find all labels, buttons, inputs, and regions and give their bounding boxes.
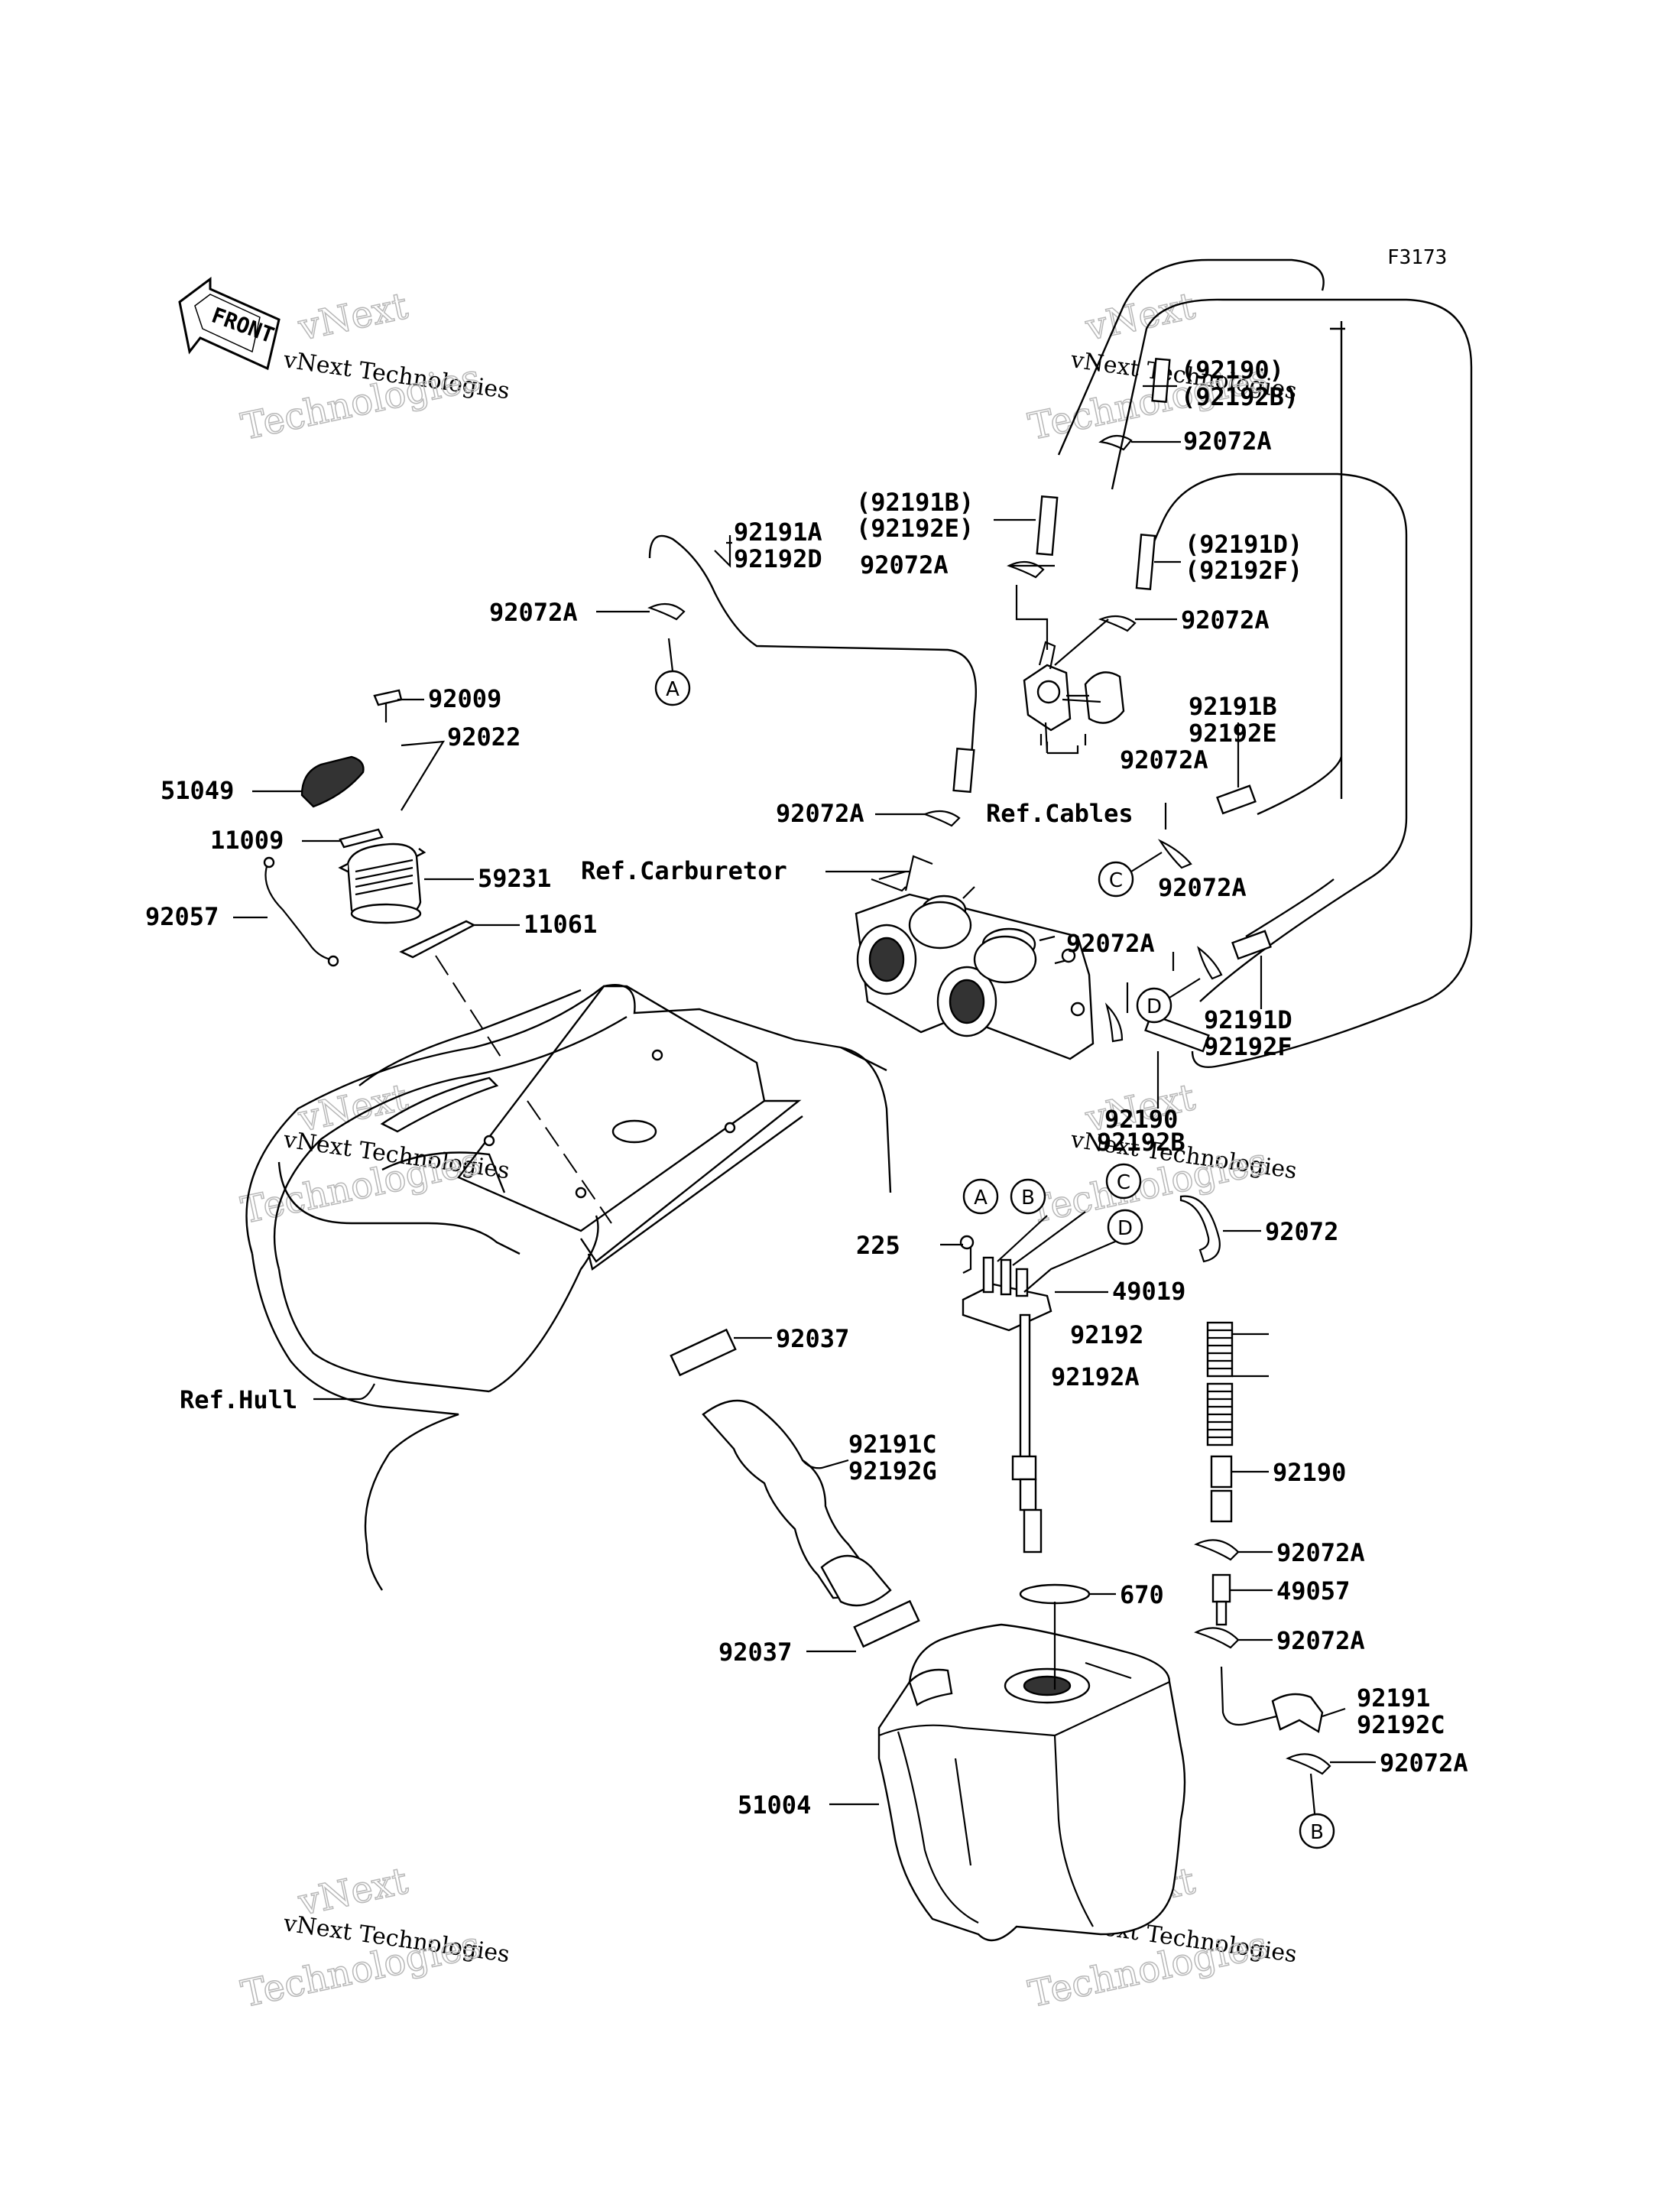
label-49057: 49057 <box>1276 1576 1350 1605</box>
label-92190: 92190 <box>1104 1105 1178 1134</box>
hose-92191b-paren <box>1036 495 1059 557</box>
part-labels: (92190) (92192B) 92072A (92191B) (92192E… <box>145 356 1468 1820</box>
svg-text:C: C <box>1109 869 1123 892</box>
filler-cap-assembly <box>263 689 476 967</box>
connector-c-pickup: C <box>1105 1163 1142 1200</box>
connector-c-mid: C <box>1098 852 1163 898</box>
svg-text:A: A <box>666 678 679 701</box>
label-11061: 11061 <box>524 910 597 939</box>
label-92192b: 92192B <box>1097 1128 1185 1157</box>
label-49019: 49019 <box>1112 1277 1185 1306</box>
label-92191c: 92191C <box>848 1430 937 1459</box>
watermark-bottom-left: vNext vNext Technologies Technologies <box>237 1859 511 2016</box>
label-92072a-11: 92072A <box>1380 1748 1468 1778</box>
label-92191d-paren: (92191D) <box>1185 530 1302 559</box>
hose-92190-top <box>1151 358 1171 403</box>
label-92190: 92190 <box>1273 1458 1346 1487</box>
label-ref-carburetor: Ref.Carburetor <box>581 856 787 885</box>
label-92192g: 92192G <box>848 1456 937 1485</box>
svg-text:D: D <box>1146 995 1162 1018</box>
connector-d-mid: D <box>1136 978 1201 1024</box>
label-92192f-paren: (92192F) <box>1185 556 1302 585</box>
label-ref-hull: Ref.Hull <box>180 1385 297 1414</box>
label-92072a-10: 92072A <box>1276 1626 1365 1655</box>
connector-d-pickup: D <box>1107 1209 1143 1245</box>
label-92192d: 92192D <box>734 544 822 573</box>
label-51049: 51049 <box>161 776 234 805</box>
label-11009: 11009 <box>210 826 284 855</box>
connector-a-pickup: A <box>962 1178 999 1215</box>
label-92072: 92072 <box>1265 1217 1338 1246</box>
svg-text:B: B <box>1021 1187 1035 1209</box>
clamp-icons <box>647 434 1331 1775</box>
breather-hose-fitting <box>952 747 975 794</box>
label-92072a-4: 92072A <box>1181 606 1270 635</box>
label-92191: 92191 <box>1357 1683 1430 1713</box>
label-51004: 51004 <box>738 1791 811 1820</box>
label-92072a-6: 92072A <box>776 799 864 828</box>
label-92072a-3: 92072A <box>489 598 578 627</box>
hose-92190 <box>1144 1013 1210 1053</box>
svg-text:C: C <box>1117 1171 1130 1194</box>
label-92192b-paren: (92192B) <box>1181 382 1299 411</box>
label-92192: 92192 <box>1070 1320 1143 1349</box>
svg-text:B: B <box>1310 1821 1324 1844</box>
filler-centerline <box>435 955 612 1224</box>
label-92072a-9: 92072A <box>1276 1538 1365 1567</box>
breather-hose-92191a <box>648 534 978 769</box>
figure-code: F3173 <box>1387 246 1447 269</box>
label-92072a-8: 92072A <box>1066 929 1155 958</box>
connector-b-pickup: B <box>1010 1178 1046 1215</box>
hose-92191b <box>1216 784 1257 815</box>
label-92072a-1: 92072A <box>1183 427 1272 456</box>
label-ref-cables: Ref.Cables <box>986 799 1134 828</box>
connector-b-bottom: B <box>1299 1773 1335 1849</box>
fuel-tank-51004 <box>877 1623 1186 1942</box>
hose-92191d <box>1231 930 1272 960</box>
label-92037-1: 92037 <box>776 1324 849 1353</box>
leader-lines <box>233 385 1376 1806</box>
label-92191b-paren: (92191B) <box>856 488 974 517</box>
svg-text:A: A <box>974 1187 988 1209</box>
label-59231: 59231 <box>478 864 551 893</box>
label-92192e-paren: (92192E) <box>856 514 974 543</box>
lower-right-hoses <box>1206 1321 1324 1733</box>
carburetor-assembly <box>855 855 1095 1060</box>
label-92037-2: 92037 <box>718 1638 792 1667</box>
label-92192c: 92192C <box>1357 1710 1445 1739</box>
connector-a-top: A <box>654 638 691 706</box>
label-225: 225 <box>856 1231 900 1260</box>
label-92192e: 92192E <box>1189 719 1277 748</box>
fuel-pickup-49019 <box>959 1211 1132 1605</box>
hose-92191d-paren <box>1135 534 1156 590</box>
label-92072a-7: 92072A <box>1158 873 1247 902</box>
label-92190-paren: (92190) <box>1181 356 1284 385</box>
fuel-pump-assembly <box>1015 585 1125 755</box>
label-92192a: 92192A <box>1051 1362 1140 1391</box>
svg-text:D: D <box>1117 1217 1133 1240</box>
label-92057: 92057 <box>145 902 219 931</box>
fuel-return-hose-loops <box>1057 258 1473 1068</box>
label-670: 670 <box>1120 1580 1164 1609</box>
svg-text:vNext: vNext <box>1082 284 1198 349</box>
label-92072a-5: 92072A <box>1120 745 1208 774</box>
label-92191b: 92191B <box>1189 692 1277 721</box>
label-92022: 92022 <box>447 722 521 752</box>
label-92009: 92009 <box>428 684 501 713</box>
filler-hose-assembly <box>670 1328 920 1648</box>
label-92192f: 92192F <box>1204 1032 1292 1061</box>
front-arrow-icon: FRONT <box>178 277 281 371</box>
watermark-top-left: vNext vNext Technologies Technologies <box>237 284 511 449</box>
hull-outline <box>245 984 892 1591</box>
label-92072a-2: 92072A <box>860 550 949 580</box>
label-92191a: 92191A <box>734 518 822 547</box>
svg-text:vNext: vNext <box>294 284 411 349</box>
label-92191d: 92191D <box>1204 1005 1292 1034</box>
